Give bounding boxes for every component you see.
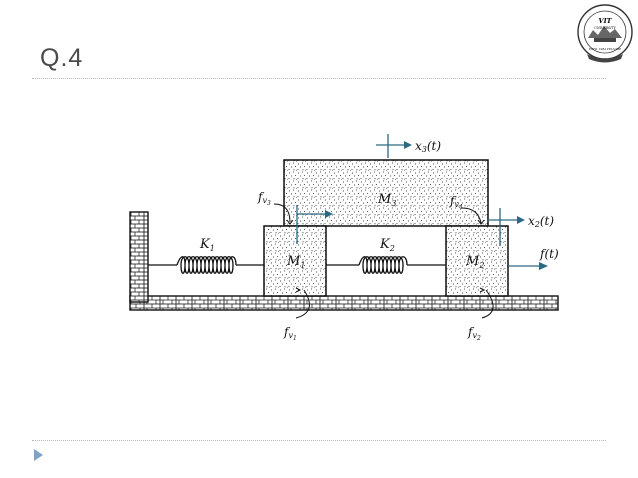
label-x3: x3(t) [415,139,441,154]
mass-m1 [263,225,327,297]
damper-fv4-arrowhead-icon [477,219,485,225]
label-m3: M3 [377,192,396,208]
logo-sub: UNIVERSITY [594,26,616,30]
label-k1: K1 [199,237,215,253]
x3-displacement-arrow-icon [376,134,412,158]
label-k2: K2 [379,237,395,253]
logo-abbr: VIT [599,17,613,25]
damper-fv2-leader [481,289,494,319]
bullet-triangle-icon [34,449,43,461]
label-fv1: fv1 [283,325,297,342]
damper-fv1-leader [295,289,310,319]
x2-displacement-arrow-icon [488,208,525,246]
mass-m3 [283,159,489,227]
label-m2: M2 [465,254,484,270]
label-force: f(t) [539,247,559,261]
damper-fv2-arrowhead-icon [479,287,486,293]
label-fv2: fv2 [467,325,481,342]
footer-divider [32,440,606,441]
damper-fv1-arrowhead-icon [295,287,302,293]
label-fv4: fv4 [449,194,463,211]
damper-fv4-leader [461,207,482,224]
title-divider [32,78,606,79]
damper-fv3-leader [273,203,291,223]
institute-logo: VIT UNIVERSITY ESTD. 1984 VELLORE [577,4,633,63]
logo-motto: ESTD. 1984 VELLORE [588,47,621,51]
spring-k2 [326,256,446,274]
institute-seal-icon [577,4,633,63]
damper-fv3-arrowhead-icon [286,219,294,225]
slide-title: Q.4 [40,44,84,72]
label-x2: x2(t) [528,214,554,229]
label-fv3: fv3 [257,190,271,207]
ground [129,295,559,311]
spring-k1 [148,256,264,274]
x1-displacement-arrow-icon [296,205,333,244]
wall [129,211,149,303]
mass-m2 [445,225,509,297]
force-arrow-icon [508,262,548,270]
label-m1: M1 [286,254,305,270]
